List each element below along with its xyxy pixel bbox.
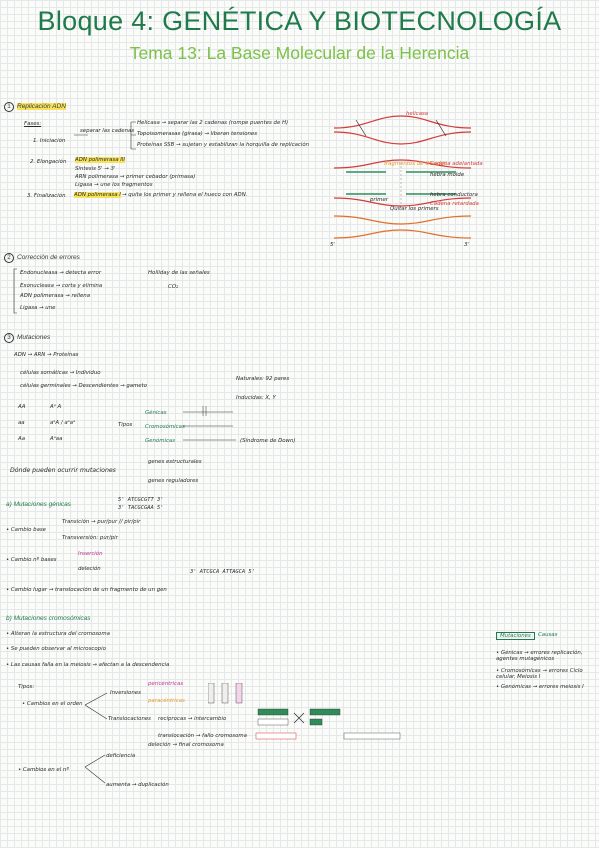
endo-text: Endonucleasa → detecta error	[20, 270, 102, 276]
inducidas-text: Inducidas: X, Y	[236, 395, 276, 401]
type-arrows	[183, 406, 236, 441]
orden-text: • Cambios en el orden	[22, 701, 83, 707]
ligasa-label: Ligasa → une los fragmentos	[75, 182, 153, 188]
naturales-text: Naturales: 92 pares	[236, 376, 290, 382]
causas-text: • Las causas falla en la meiosis → afect…	[6, 662, 170, 668]
section-number: 2	[4, 253, 14, 263]
delecion2-text: deleción → final cromosoma	[148, 742, 224, 748]
co2-text: CO₂	[168, 284, 179, 290]
holl-text: Holliday de las señales	[148, 270, 210, 276]
inversiones-text: Inversiones	[110, 690, 141, 696]
section-title: Mutaciones	[17, 334, 51, 341]
numero-text: • Cambios en el nº	[18, 767, 69, 773]
tipos-text: Tipos:	[18, 684, 35, 690]
pol1-label: ADN polimerasa I	[74, 192, 121, 198]
a-1: Aᵃ A	[50, 404, 62, 410]
genomica-label: Genómicas	[145, 438, 176, 444]
cromos-causas: • Cromosómicas → errores Ciclo celular, …	[496, 668, 583, 680]
quita-text: → quita los primer y rellena el hueco co…	[122, 192, 248, 198]
donde-text: Dónde pueden ocurrir mutaciones	[10, 467, 116, 474]
separar-label: separar las cadenas	[80, 128, 135, 134]
pol3-label: ADN polimerasa III	[75, 157, 125, 163]
insercion-text: Inserción	[78, 551, 103, 557]
finalizacion-label: 3. Finalización	[27, 193, 66, 199]
replication-diagram	[333, 115, 472, 239]
topo-text: Topoisomerasas (girasa) → liberan tensio…	[137, 131, 258, 137]
genomicas-causas: • Genómicas → errores meiosis I	[496, 684, 584, 690]
diag-hebra: hebra conductora	[430, 192, 478, 198]
exo-text: Exonucleasa → corta y elimina	[20, 283, 103, 289]
a-3: Aᵃaa	[50, 436, 63, 442]
diag-3prime: 3'	[464, 242, 469, 248]
diag-primer: primer	[370, 197, 388, 203]
genicas-causas: • Génicas → errores replicación, agentes…	[496, 650, 583, 662]
diag-helicasa: helicasa	[406, 111, 429, 117]
reciproca-text: recíprocas → intercambio	[158, 716, 227, 722]
primasa-label: ARN polimerasa → primer cebador (primasa…	[75, 174, 196, 180]
section-4-heading: a) Mutaciones génicas	[6, 501, 72, 508]
translocaciones-text: Translocaciones	[108, 716, 151, 722]
section-number: 3	[4, 333, 14, 343]
transicion-text: Transición → pur/pur // pir/pir	[62, 519, 141, 525]
section-title: Replicación ADN	[17, 103, 66, 110]
page-subtitle: Tema 13: La Base Molecular de la Herenci…	[129, 43, 470, 63]
altera-text: • Alteran la estructura del cromosoma	[6, 631, 110, 637]
transversion-text: Transversión: pur/pir	[62, 535, 118, 541]
sintesis-label: Síntesis 5' → 3'	[75, 166, 116, 172]
seq-3: 3' ATCGCA ATTAGCA 5'	[190, 569, 255, 575]
diag-adelantada: Cadena adelantada	[430, 161, 483, 167]
a-2: aᵃA / aᵃaᵃ	[50, 420, 76, 426]
tipos-label: Tipos	[118, 422, 133, 428]
mutaciones-box: Mutaciones	[496, 632, 535, 640]
diag-lider: hebra molde	[430, 172, 465, 178]
brace-lines	[74, 121, 136, 150]
delecion-text: deleción	[78, 566, 101, 572]
elongacion-label: 2. Elongación	[30, 159, 67, 165]
germinales-text: células germinales → Descendientes → gam…	[20, 383, 148, 389]
duplicacion-text: aumenta → duplicación	[106, 782, 169, 788]
section-5-heading: b) Mutaciones cromosómicas	[6, 615, 91, 622]
reguladores-text: genes reguladores	[148, 478, 199, 484]
iniciacion-label: 1. Iniciación	[33, 138, 66, 144]
cambio-base: • Cambio base	[6, 527, 46, 533]
section-title: Corrección de errores	[17, 254, 80, 261]
helicasa-text: Helicasa → separar las 2 cadenas (rompe …	[137, 120, 289, 126]
deficiencia-text: deficiencia	[106, 753, 136, 759]
no-reciproca-text: translocación → fallo cromosoma	[158, 733, 247, 739]
ssb-text: Proteínas SSB → sujetan y estabilizan la…	[137, 142, 310, 148]
bracket	[13, 268, 17, 314]
paracentricas-text: paracéntricas	[148, 698, 185, 704]
cambio-lugar: • Cambio lugar → translocación de un fra…	[6, 587, 167, 593]
diag-retardada: Cadena retardada	[430, 201, 479, 207]
branch-lines	[85, 692, 108, 784]
diag-quitar: Quitar los primers	[390, 206, 439, 212]
somaticas-text: células somáticas → Individuo	[20, 370, 101, 376]
fases-label: Fases:	[24, 121, 42, 127]
pol-text: ADN polimerasa → rellena	[20, 293, 91, 299]
lig-text: Ligasa → une	[20, 305, 56, 311]
aa-3: Aa	[18, 436, 25, 442]
seq-1: 5' ATCGCGTT 3'	[118, 497, 164, 503]
flow-text: ADN → ARN → Proteínas	[14, 352, 79, 358]
aa-2: aa	[18, 420, 25, 426]
page-title: Bloque 4: GENÉTICA Y BIOTECNOLOGÍA	[37, 6, 562, 36]
cromosomica-label: Cromosómicas	[145, 424, 185, 430]
seq-2: 3' TACGCGAA 5'	[118, 505, 164, 511]
genica-label: Génicas	[145, 410, 167, 416]
observar-text: • Se pueden observar al microscopio	[6, 646, 106, 652]
section-number: 1	[4, 102, 14, 112]
chromosome-sketches	[208, 683, 401, 740]
aa-1: AA	[18, 404, 26, 410]
diag-5prime: 5'	[330, 242, 335, 248]
estructurales-text: genes estructurales	[148, 459, 202, 465]
diag-fragmentos: fragmentos de Okazaki	[384, 161, 447, 167]
cambio-nbases: • Cambio nº bases	[6, 557, 57, 563]
pericentricas-text: pericéntricas	[148, 681, 184, 687]
down-label: (Síndrome de Down)	[240, 438, 296, 444]
causas-box: Causas	[538, 632, 558, 638]
